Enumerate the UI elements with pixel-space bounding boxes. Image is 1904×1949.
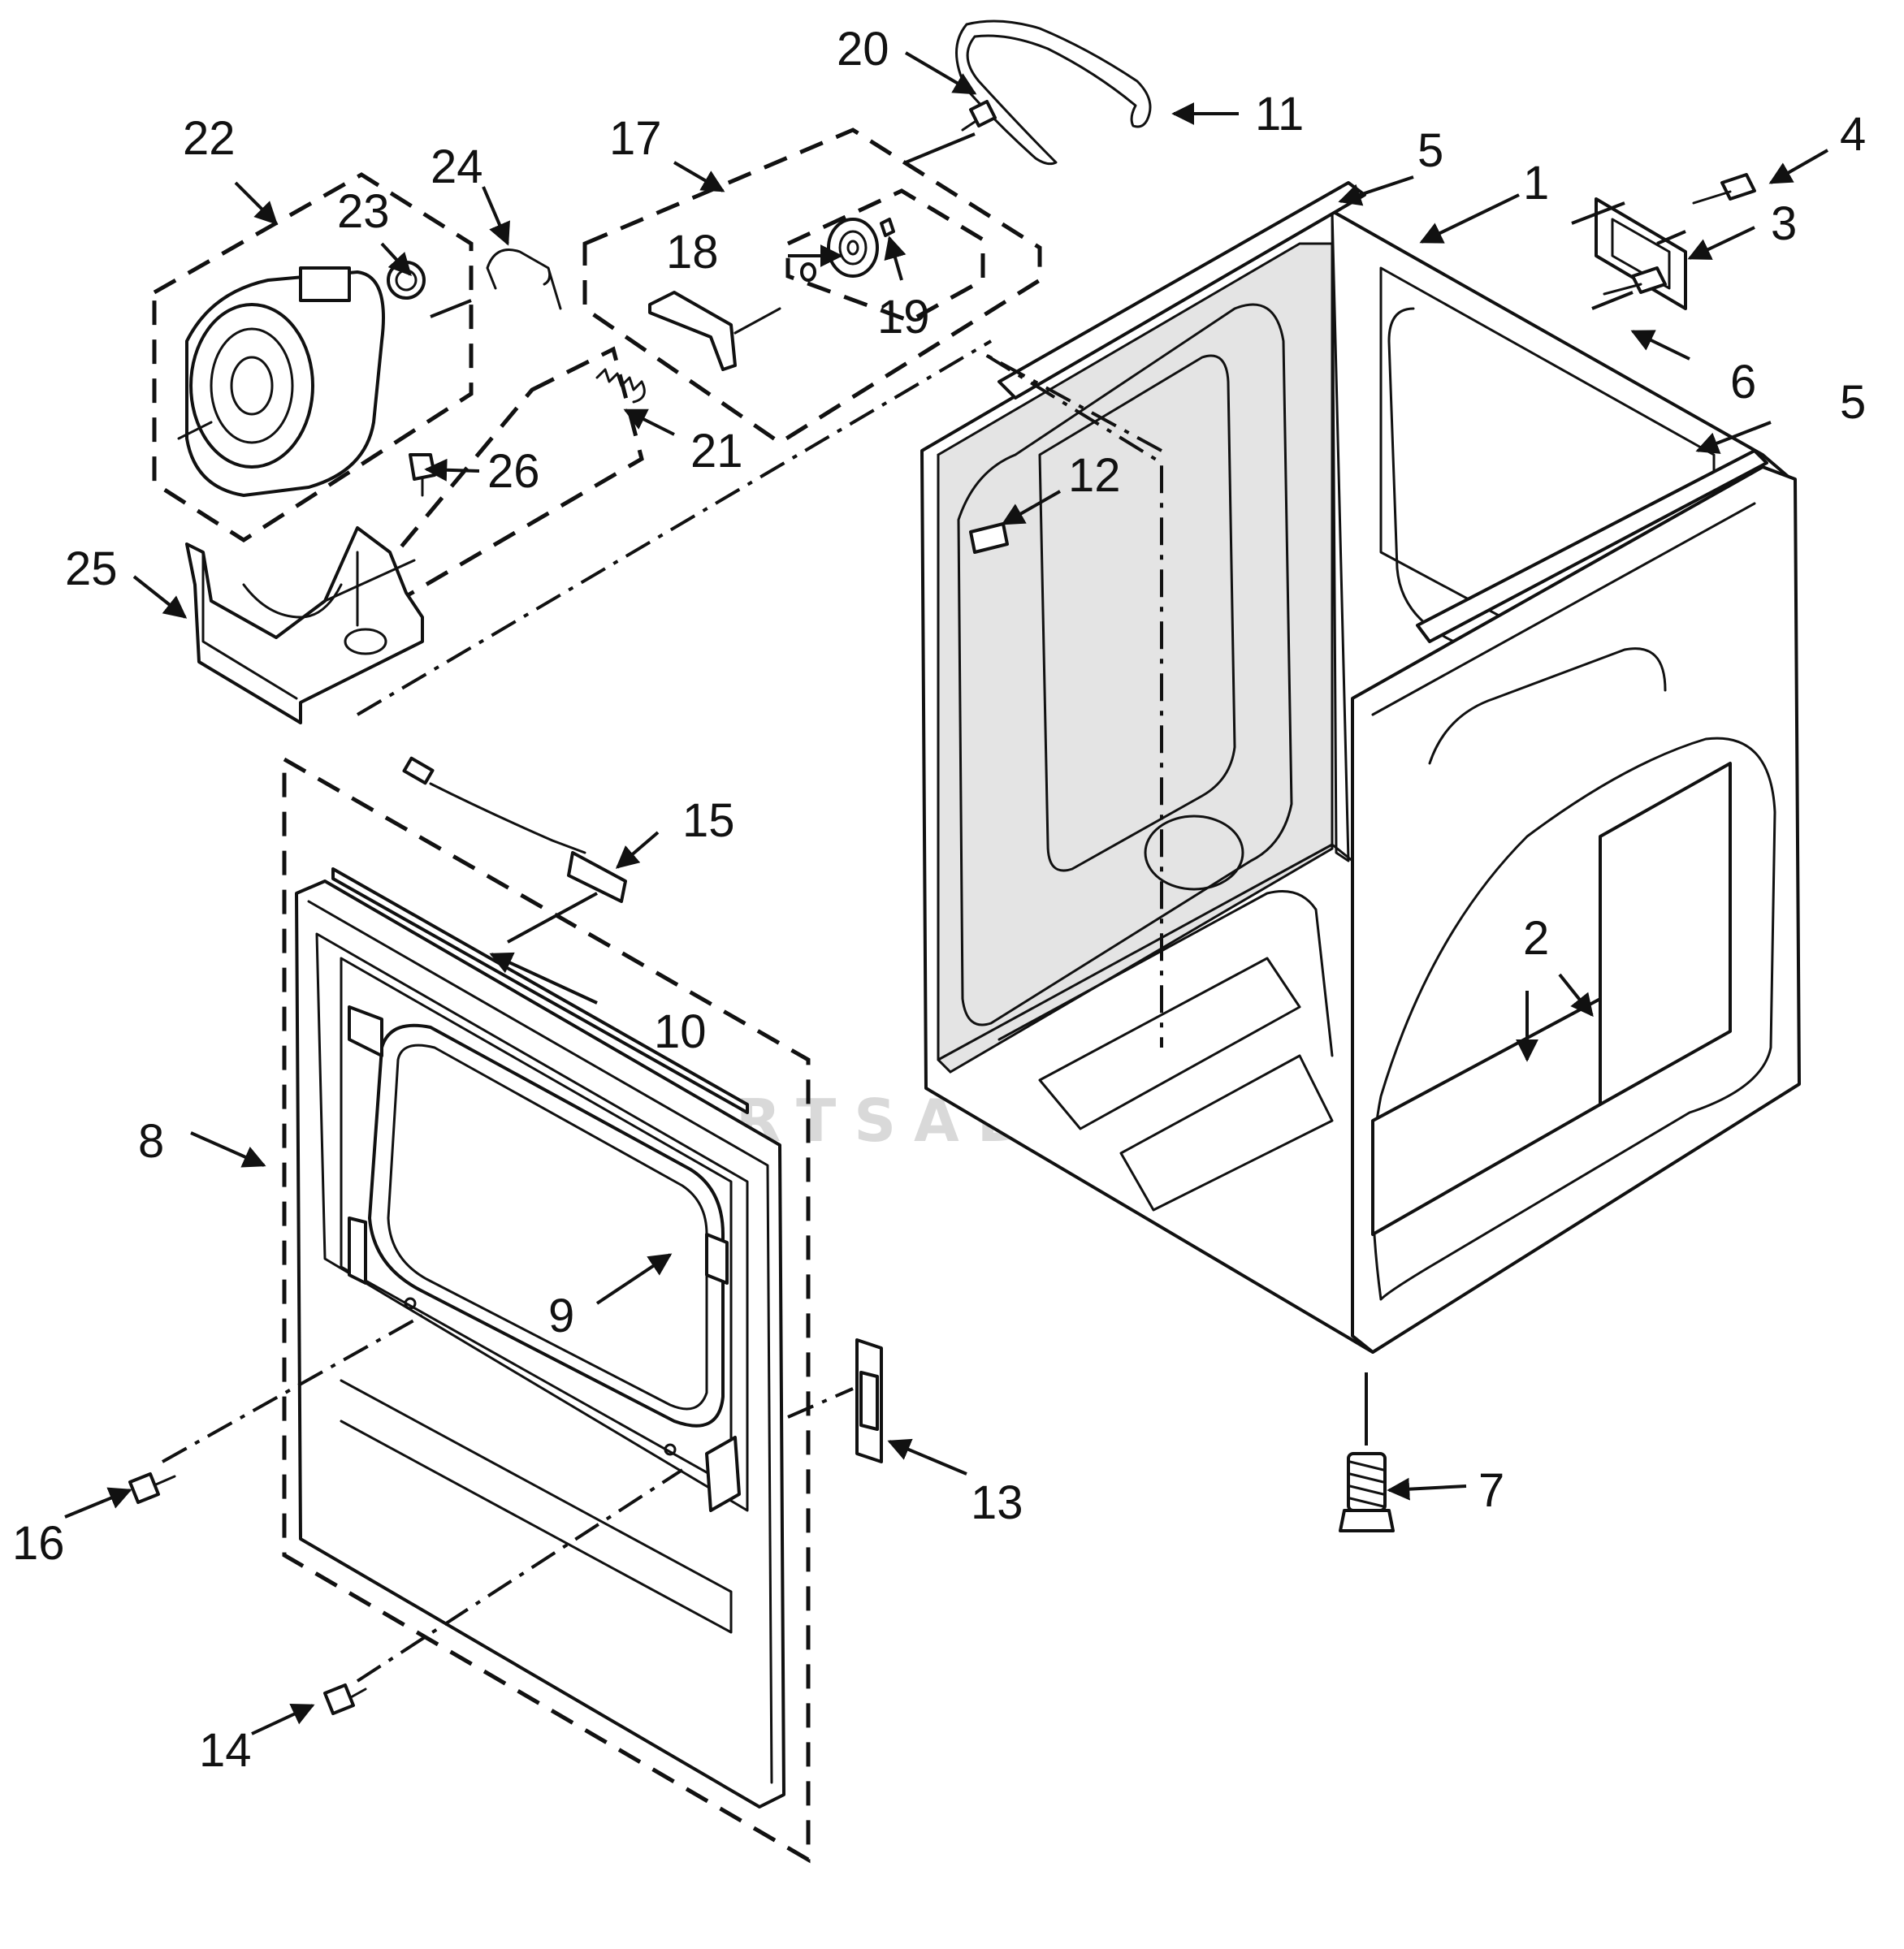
callout-10: 10: [654, 1005, 707, 1058]
screw-4: [1692, 173, 1756, 205]
spring-box: [387, 346, 644, 604]
motor-mount-part: [185, 526, 424, 724]
callout-4: 4: [1840, 108, 1866, 161]
callout-2: 2: [1523, 912, 1549, 965]
callout-12: 12: [1068, 449, 1121, 502]
callout-26: 26: [487, 445, 540, 498]
callout-8: 8: [138, 1115, 164, 1168]
callout-labels: 1 2 3 4 5 5 6 7 8 9 10 11 12 13 14 15 16…: [12, 23, 1866, 1777]
alignment-line-a: [356, 339, 993, 716]
wire-harness-part: [402, 756, 627, 903]
drive-belt-part: [955, 19, 1152, 166]
idler-pulley-part: [800, 218, 895, 282]
callout-18: 18: [666, 226, 719, 279]
callout-25: 25: [65, 542, 118, 595]
screw-16: [128, 1472, 176, 1504]
panel-seal-part: [331, 867, 749, 1114]
door-opening-part: [368, 1023, 725, 1428]
callout-22: 22: [183, 112, 236, 165]
callout-16: 16: [12, 1517, 65, 1570]
callout-1: 1: [1523, 157, 1549, 210]
callout-23: 23: [337, 185, 390, 238]
motor-clip-part: [486, 248, 562, 310]
leveling-leg-part: [1339, 1372, 1395, 1532]
door-switch-part: [855, 1338, 883, 1463]
front-panel-assembly-box: [282, 755, 811, 1864]
callout-21: 21: [690, 425, 743, 478]
cabinet-part: [920, 181, 1801, 1354]
callout-6: 6: [1730, 356, 1756, 408]
screw-26: [409, 453, 436, 497]
callout-14: 14: [199, 1724, 252, 1777]
callout-24: 24: [431, 140, 483, 193]
callout-5-right: 5: [1840, 376, 1866, 429]
callout-19: 19: [877, 291, 930, 344]
callout-13: 13: [971, 1476, 1023, 1529]
callout-17: 17: [609, 112, 662, 165]
sensor-clip-part: [969, 522, 1009, 554]
idler-pulley-box: [785, 188, 985, 323]
callout-7: 7: [1478, 1464, 1504, 1517]
screw-6: [1603, 266, 1667, 296]
motor-assembly-box: [152, 172, 474, 542]
callout-9: 9: [548, 1290, 574, 1342]
drive-motor-part: [177, 261, 426, 497]
alignment-line-d: [356, 1468, 684, 1683]
screw-14: [323, 1683, 367, 1715]
alignment-line-e: [787, 1387, 854, 1419]
idler-assembly-box: [582, 127, 1042, 445]
screw-20: [961, 100, 997, 132]
callout-arrows: [64, 51, 1828, 1735]
callout-11: 11: [1255, 88, 1304, 140]
callout-5-top: 5: [1417, 124, 1443, 177]
front-panel-part: [295, 879, 785, 1809]
idler-bracket-part: [648, 291, 781, 371]
callout-15: 15: [682, 794, 735, 847]
top-rail-right: [1416, 449, 1768, 643]
callout-3: 3: [1771, 197, 1797, 250]
callout-20: 20: [837, 23, 889, 76]
alignment-line-c: [162, 1314, 423, 1463]
